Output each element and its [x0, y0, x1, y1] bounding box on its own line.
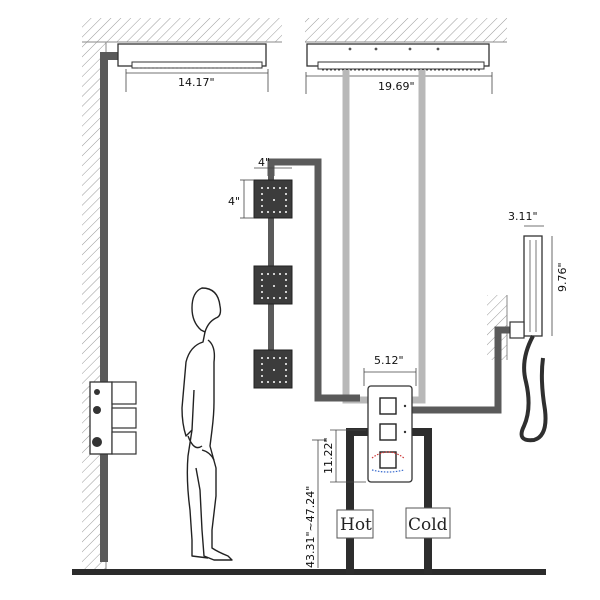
cold-label: Cold: [408, 515, 448, 535]
valve-install-label: 43.31"~47.24": [304, 486, 317, 568]
left-supply-pipe: [100, 52, 131, 562]
right-rain-panel-lights: [348, 47, 440, 51]
right-rain-panel-face: [317, 61, 485, 70]
body-jet-3: [253, 349, 293, 389]
left-rain-panel-face: [131, 61, 263, 69]
human-figure: [181, 287, 233, 561]
hot-label-box: [336, 509, 374, 539]
floor: [72, 569, 546, 575]
handheld-supply-pipe: [408, 326, 512, 414]
handheld-width-label: 3.11": [508, 210, 538, 223]
body-jet-pipe: [267, 158, 360, 402]
handheld-length-label: 9.76": [556, 262, 569, 292]
hot-label: Hot: [340, 515, 372, 535]
rain-supply-pipe: [342, 70, 426, 404]
valve-width-label: 5.12": [374, 354, 404, 367]
left-ceiling-hatch: [82, 18, 282, 42]
cold-label-box: [405, 507, 451, 539]
hot-supply-pipe: [346, 428, 370, 574]
handheld-shower: [509, 235, 548, 443]
rain-width-small-label: 14.17": [178, 76, 215, 89]
jet-height-label: 4": [228, 195, 240, 208]
valve-offset-label: 11.22": [322, 437, 335, 474]
rain-width-large-label: 19.69": [378, 80, 415, 93]
body-jet-2: [253, 265, 293, 305]
right-ceiling-hatch: [305, 18, 507, 42]
body-jet-1: [253, 179, 293, 219]
valve-panel: [367, 385, 413, 483]
jet-width-label: 4": [258, 156, 270, 169]
wall-diverter-valve: [89, 381, 137, 455]
